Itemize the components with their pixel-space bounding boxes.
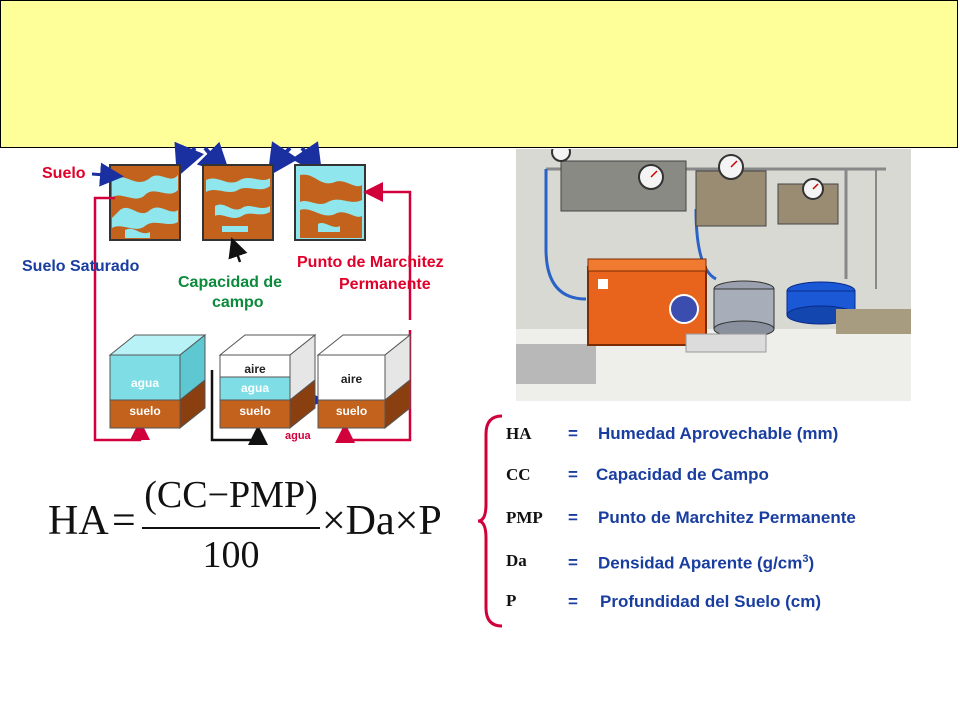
legend-def-da-sup: 3 bbox=[802, 553, 809, 565]
soil-tile-saturated bbox=[109, 164, 181, 241]
block2-middle-label: agua bbox=[240, 381, 269, 395]
arrow-red-wilting bbox=[363, 182, 412, 320]
legend-abbr-p: P bbox=[506, 591, 517, 610]
arrow-field-capacity bbox=[228, 237, 248, 263]
label-suelo: Suelo bbox=[42, 165, 86, 182]
legend-abbr-da: Da bbox=[506, 551, 527, 570]
block-field-capacity bbox=[218, 333, 317, 430]
legend-eq-da: = bbox=[568, 553, 578, 572]
legend-def-da-text: Densidad Aparente (g/cm bbox=[598, 553, 803, 573]
lab-photo bbox=[516, 149, 911, 401]
formula-denominator: 100 bbox=[202, 534, 260, 576]
legend-def-da: Densidad Aparente (g/cm3) bbox=[598, 553, 814, 574]
label-capacidad-1: Capacidad de bbox=[178, 274, 283, 291]
block2-bottom-label: suelo bbox=[239, 404, 271, 418]
legend-def-da-end: ) bbox=[808, 553, 815, 573]
soil-tile-wilting-point bbox=[294, 164, 366, 241]
fraction-bar bbox=[142, 527, 320, 529]
arrow-suelo bbox=[91, 162, 124, 187]
soil-tile-field-capacity bbox=[202, 164, 274, 241]
label-agua-bottom: agua bbox=[285, 430, 311, 442]
compressor-icon bbox=[587, 258, 707, 346]
formula-tail: ×Da×P bbox=[322, 498, 442, 544]
arrow-red-saturated bbox=[93, 196, 150, 442]
label-marchitez-2: Permanente bbox=[339, 276, 431, 293]
legend-brace bbox=[477, 414, 503, 628]
legend-def-p: Profundidad del Suelo (cm) bbox=[600, 592, 822, 611]
block3-top-label: aire bbox=[340, 372, 363, 386]
block3-bottom-label: suelo bbox=[335, 404, 368, 418]
title-banner bbox=[0, 0, 958, 148]
label-marchitez-1: Punto de Marchitez bbox=[297, 254, 444, 271]
legend-eq-ha: = bbox=[568, 424, 578, 443]
legend-abbr-ha: HA bbox=[506, 424, 532, 443]
block-saturated bbox=[108, 333, 207, 430]
soil-water-diagram bbox=[91, 141, 412, 445]
pressure-gauge-icon bbox=[551, 149, 824, 200]
legend-eq-p: = bbox=[568, 592, 578, 611]
block1-bottom-label: suelo bbox=[129, 404, 161, 418]
arrow-blue-1 bbox=[174, 141, 205, 178]
formula-lhs: HA bbox=[48, 498, 109, 544]
formula-equals: = bbox=[112, 498, 136, 544]
legend-eq-pmp: = bbox=[568, 508, 578, 527]
legend-def-cc: Capacidad de Campo bbox=[596, 465, 769, 484]
block1-top-label: agua bbox=[130, 376, 159, 390]
label-capacidad-2: campo bbox=[212, 294, 264, 311]
legend-def-ha: Humedad Aprovechable (mm) bbox=[598, 424, 839, 443]
label-suelo-saturado: Suelo Saturado bbox=[22, 258, 140, 275]
block2-top-label: aire bbox=[244, 362, 266, 376]
formula-numerator: (CC−PMP) bbox=[144, 474, 318, 516]
legend-eq-cc: = bbox=[568, 465, 578, 484]
block-wilting-point bbox=[316, 333, 412, 430]
legend-abbr-pmp: PMP bbox=[506, 508, 543, 527]
legend-abbr-cc: CC bbox=[506, 465, 531, 484]
arrow-black-field bbox=[210, 370, 268, 445]
legend-def-pmp: Punto de Marchitez Permanente bbox=[598, 508, 856, 527]
arrow-blue-3 bbox=[267, 141, 299, 177]
